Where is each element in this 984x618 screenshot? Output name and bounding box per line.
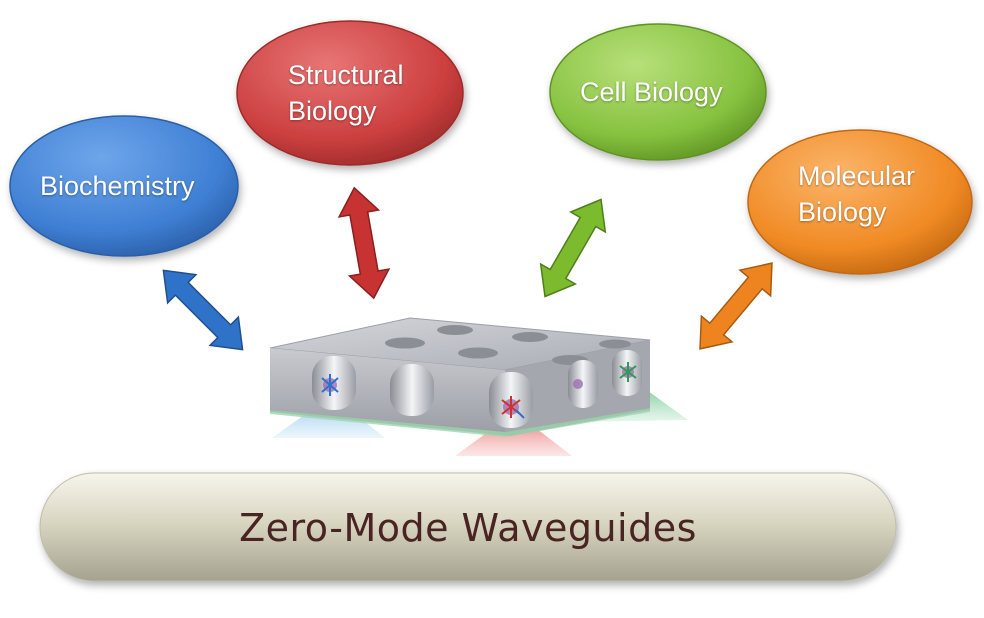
molecule-green: [619, 362, 637, 382]
molecule-red: [501, 396, 525, 419]
molecular-biology-label-line2: Biology: [798, 197, 887, 227]
arrow-molecular-biology: [699, 262, 773, 350]
arrow-cell-biology: [539, 198, 607, 298]
molecular-biology-label: Molecular Biology: [798, 158, 915, 230]
molecular-biology-bubble: [747, 129, 973, 275]
arrow-biochemistry: [162, 269, 244, 351]
structural-biology-label-line1: Structural: [288, 60, 404, 90]
cell-biology-label: Cell Biology: [580, 77, 723, 107]
zmw-chip: [269, 317, 651, 437]
cell-biology-bubble: [549, 23, 767, 161]
zmw-banner: [39, 472, 897, 582]
structural-biology-label-line2: Biology: [288, 96, 377, 126]
biochemistry-label: Biochemistry: [40, 171, 195, 201]
banner-title: Zero-Mode Waveguides: [239, 506, 697, 550]
molecular-biology-label-line1: Molecular: [798, 161, 916, 191]
biochemistry-bubble: [9, 115, 239, 257]
structural-biology-label: Structural Biology: [288, 57, 404, 129]
molecule-blue: [321, 374, 339, 396]
molecule-small: [573, 379, 583, 389]
structural-biology-bubble: [236, 20, 464, 166]
arrow-structural-biology: [337, 186, 391, 300]
